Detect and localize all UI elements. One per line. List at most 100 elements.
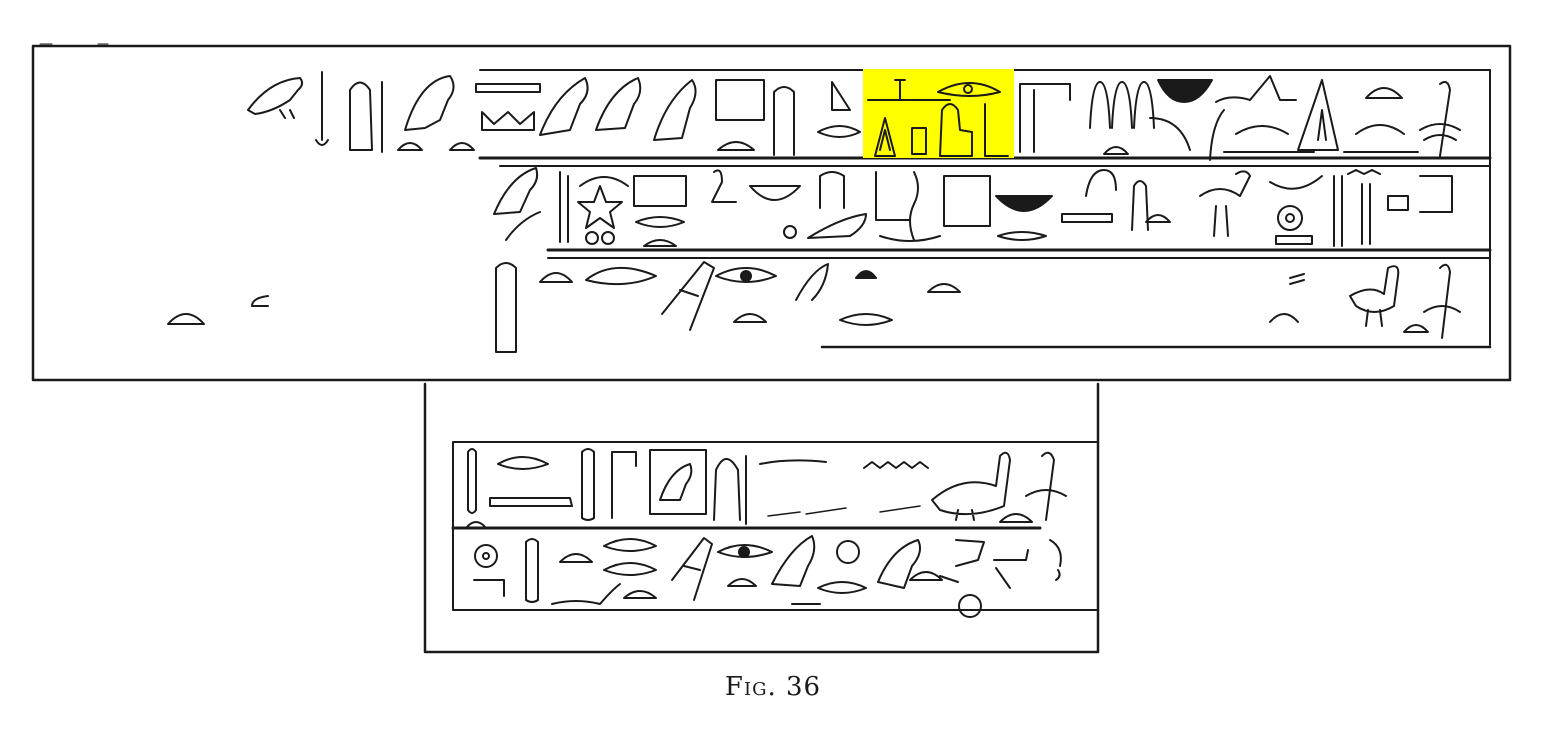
mouth-glyph-line2 — [635, 216, 685, 228]
half-circle-glyph-line3-c — [733, 313, 767, 323]
pillar-glyph — [1019, 83, 1071, 153]
owl-glyph-1 — [539, 77, 589, 136]
mouth-glyph-lower-2 — [603, 538, 657, 552]
lower-line-2-glyphs — [473, 535, 1062, 618]
jar-glyph-2 — [601, 231, 615, 245]
l-glyph-line2 — [875, 171, 911, 221]
box-glyph-line2 — [633, 175, 687, 207]
goose-glyph-lower — [931, 451, 1011, 521]
framed-bird-box — [649, 449, 707, 515]
quail-glyph-lower — [877, 539, 921, 589]
knot-glyph — [711, 169, 737, 203]
tall-loop-glyph — [773, 86, 795, 156]
mouth-glyph — [817, 125, 861, 138]
l-shape-glyph — [984, 103, 1009, 157]
upper-panel-frame — [31, 44, 1512, 382]
highlighted-glyph-group — [863, 69, 1014, 158]
standing-figure-lower — [713, 455, 747, 525]
figure-caption-text: Fig. 36 — [724, 672, 822, 702]
reed-glyph-line2b — [1333, 175, 1343, 247]
half-circle-glyph-lower-6 — [909, 571, 943, 581]
compass-glyph — [661, 261, 715, 331]
papyrus-glyph-line3 — [1423, 263, 1461, 339]
upper-panel — [31, 44, 1512, 382]
compass-glyph-lower — [671, 537, 713, 601]
framed-bird-glyph — [659, 463, 693, 501]
tall-box-glyph — [1419, 175, 1453, 213]
papyrus-glyph-lower — [1025, 451, 1067, 521]
half-circle-glyph-1 — [397, 142, 423, 151]
bowl-glyph — [1157, 79, 1213, 103]
triangle-glyph — [874, 117, 896, 157]
basket-box-glyph — [715, 79, 765, 121]
mouth-glyph-line3 — [839, 313, 893, 326]
half-circle-glyph-line3-e — [1269, 313, 1299, 323]
eye-pupil-line3 — [740, 270, 752, 282]
sun-glyph-lower-dot — [482, 552, 490, 560]
star-glyph — [577, 185, 623, 229]
half-circle-glyph-lower-1 — [465, 521, 487, 529]
lower-panel-inner-frame — [452, 441, 1099, 611]
highlighted-glyphs — [867, 79, 1009, 157]
small-box-glyph — [1275, 235, 1313, 245]
falcon-glyph-lower — [771, 535, 816, 587]
bird-glyph-line2 — [493, 167, 541, 241]
mouth-glyph-lower-4 — [817, 581, 867, 594]
half-circle-glyph-line2b — [1145, 214, 1171, 223]
mouth-glyph-lower-3 — [603, 562, 657, 576]
reed-glyph-line2 — [559, 171, 569, 243]
wedge-glyph — [831, 81, 851, 111]
half-circle-glyph-4 — [1103, 146, 1129, 155]
gate-glyph — [943, 175, 991, 227]
line-3-glyphs — [167, 261, 1461, 353]
broken-fragment-glyph — [939, 539, 985, 583]
eye-pupil-lower — [738, 546, 750, 558]
line-2-glyphs — [493, 167, 1453, 247]
reed-glyph-lower-2 — [581, 448, 595, 521]
half-circle-glyph-line3-b — [539, 272, 573, 283]
half-circle-glyph-3 — [717, 141, 755, 151]
leg-glyph-lower — [993, 549, 1029, 589]
small-figure-glyph — [1131, 180, 1149, 231]
sun-disk-glyph — [855, 270, 877, 279]
lower-line-1-glyphs — [465, 448, 1067, 529]
water-ripple-glyph — [1289, 273, 1305, 285]
rope-glyph — [909, 171, 919, 241]
bowl-glyph-line2 — [749, 185, 801, 201]
mouth-glyph-lower-1 — [497, 456, 549, 470]
small-box-glyph-2 — [1387, 195, 1409, 211]
round-glyph-lower — [958, 594, 982, 618]
half-circle-glyph-lower-5 — [727, 578, 757, 587]
zigzag-glyph — [1347, 169, 1381, 175]
eye-pupil — [963, 84, 973, 94]
corner-glyph-lower — [473, 579, 505, 597]
tall-reed-glyph-line3 — [495, 262, 517, 353]
half-circle-glyph-line3-a — [167, 313, 205, 325]
snake-glyph — [1149, 117, 1191, 151]
duckling-glyph — [807, 213, 867, 239]
owl-glyph-2 — [595, 77, 642, 131]
sledge-glyph-lower — [489, 497, 573, 507]
sledge-glyph — [1061, 213, 1113, 223]
staff-glyph — [315, 71, 329, 146]
water-zigzag-glyph — [863, 461, 929, 469]
loaf-glyph — [867, 79, 951, 101]
platform-glyph — [1223, 125, 1315, 153]
standing-figure-glyph — [349, 81, 383, 153]
small-arc-glyph — [251, 295, 269, 307]
falcon-glyph — [404, 75, 455, 131]
line-1-glyphs — [247, 71, 1461, 161]
horizontal-bar-glyph — [475, 83, 541, 93]
platform-glyph-2 — [1343, 124, 1419, 153]
reed-glyph-lower-1 — [467, 448, 477, 514]
feather-glyph — [795, 263, 829, 301]
half-circle-glyph-line3-d — [927, 283, 961, 293]
tall-triangle-glyph — [1297, 79, 1339, 151]
faint-text-strokes — [767, 505, 921, 517]
mouth-glyph-line2b — [997, 231, 1047, 241]
half-circle-glyph-line3-f — [1403, 324, 1429, 333]
eye-glyph — [937, 82, 1001, 97]
circle-glyph-line2 — [1277, 205, 1303, 231]
half-circle-glyph-line2 — [643, 239, 677, 247]
reed-glyph-lower-3 — [525, 538, 539, 603]
